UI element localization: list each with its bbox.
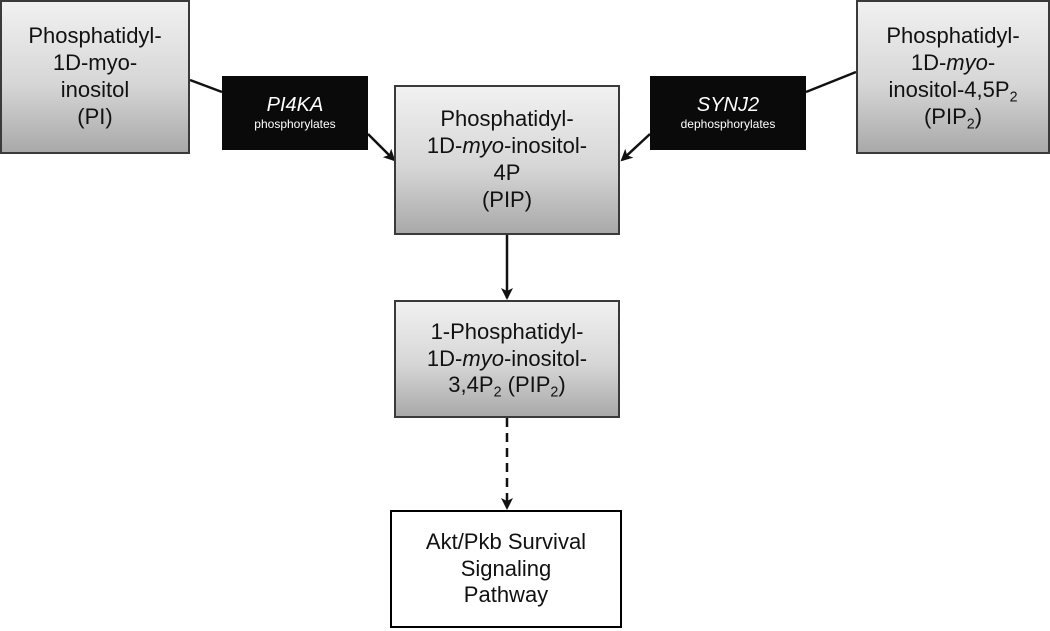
node-pip-line-4: (PIP) — [481, 186, 533, 212]
enzyme-pi4ka: PI4KA phosphorylates — [222, 76, 368, 150]
edge-pi-to-pip — [189, 78, 394, 160]
node-pi-line-2: 1D-myo- — [52, 50, 138, 76]
node-pip-line-3: 4P — [493, 160, 521, 185]
enzyme-pi4ka-name: PI4KA — [266, 94, 324, 117]
edge-pip2-to-pip — [622, 70, 857, 160]
node-pip2-34: 1-Phosphatidyl- 1D-myo-inositol- 3,4P2 (… — [394, 300, 620, 418]
enzyme-synj2-action: dephosphorylates — [680, 117, 776, 132]
node-pip2-34-line-2: 1D-myo-inositol- — [426, 345, 588, 371]
enzyme-synj2: SYNJ2 dephosphorylates — [650, 76, 806, 150]
node-phosphatidylinositol: Phosphatidyl- 1D-myo- inositol (PI) — [0, 0, 190, 154]
node-akt-line-1: Akt/Pkb Survival — [425, 528, 587, 554]
node-pip2-source: Phosphatidyl- 1D-myo- inositol-4,5P2 (PI… — [856, 0, 1050, 154]
node-akt-line-2: Signaling — [460, 555, 552, 581]
node-pi-line-4: (PI) — [77, 103, 113, 129]
node-pip2-source-line-2: 1D-myo- — [910, 50, 996, 76]
node-pi-line-3: inositol — [60, 77, 130, 102]
enzyme-synj2-name: SYNJ2 — [696, 94, 760, 117]
node-pip-line-1: Phosphatidyl- — [440, 106, 574, 132]
node-pip2-source-line-4: (PIP2) — [923, 103, 983, 133]
node-pip2-source-line-1: Phosphatidyl- — [886, 23, 1020, 49]
node-pip2-34-line-1: 1-Phosphatidyl- — [430, 318, 584, 344]
enzyme-pi4ka-action: phosphorylates — [254, 117, 336, 132]
node-pip-line-2: 1D-myo-inositol- — [426, 133, 588, 159]
node-pi-line-1: Phosphatidyl- — [28, 23, 162, 49]
node-akt-line-3: Pathway — [463, 582, 549, 608]
node-pip: Phosphatidyl- 1D-myo-inositol- 4P (PIP) — [394, 85, 620, 235]
node-akt-pathway: Akt/Pkb Survival Signaling Pathway — [390, 510, 622, 628]
node-pip2-34-line-3: 3,4P2 (PIP2) — [448, 372, 566, 401]
node-pip2-source-line-3: inositol-4,5P2 — [888, 77, 1018, 106]
